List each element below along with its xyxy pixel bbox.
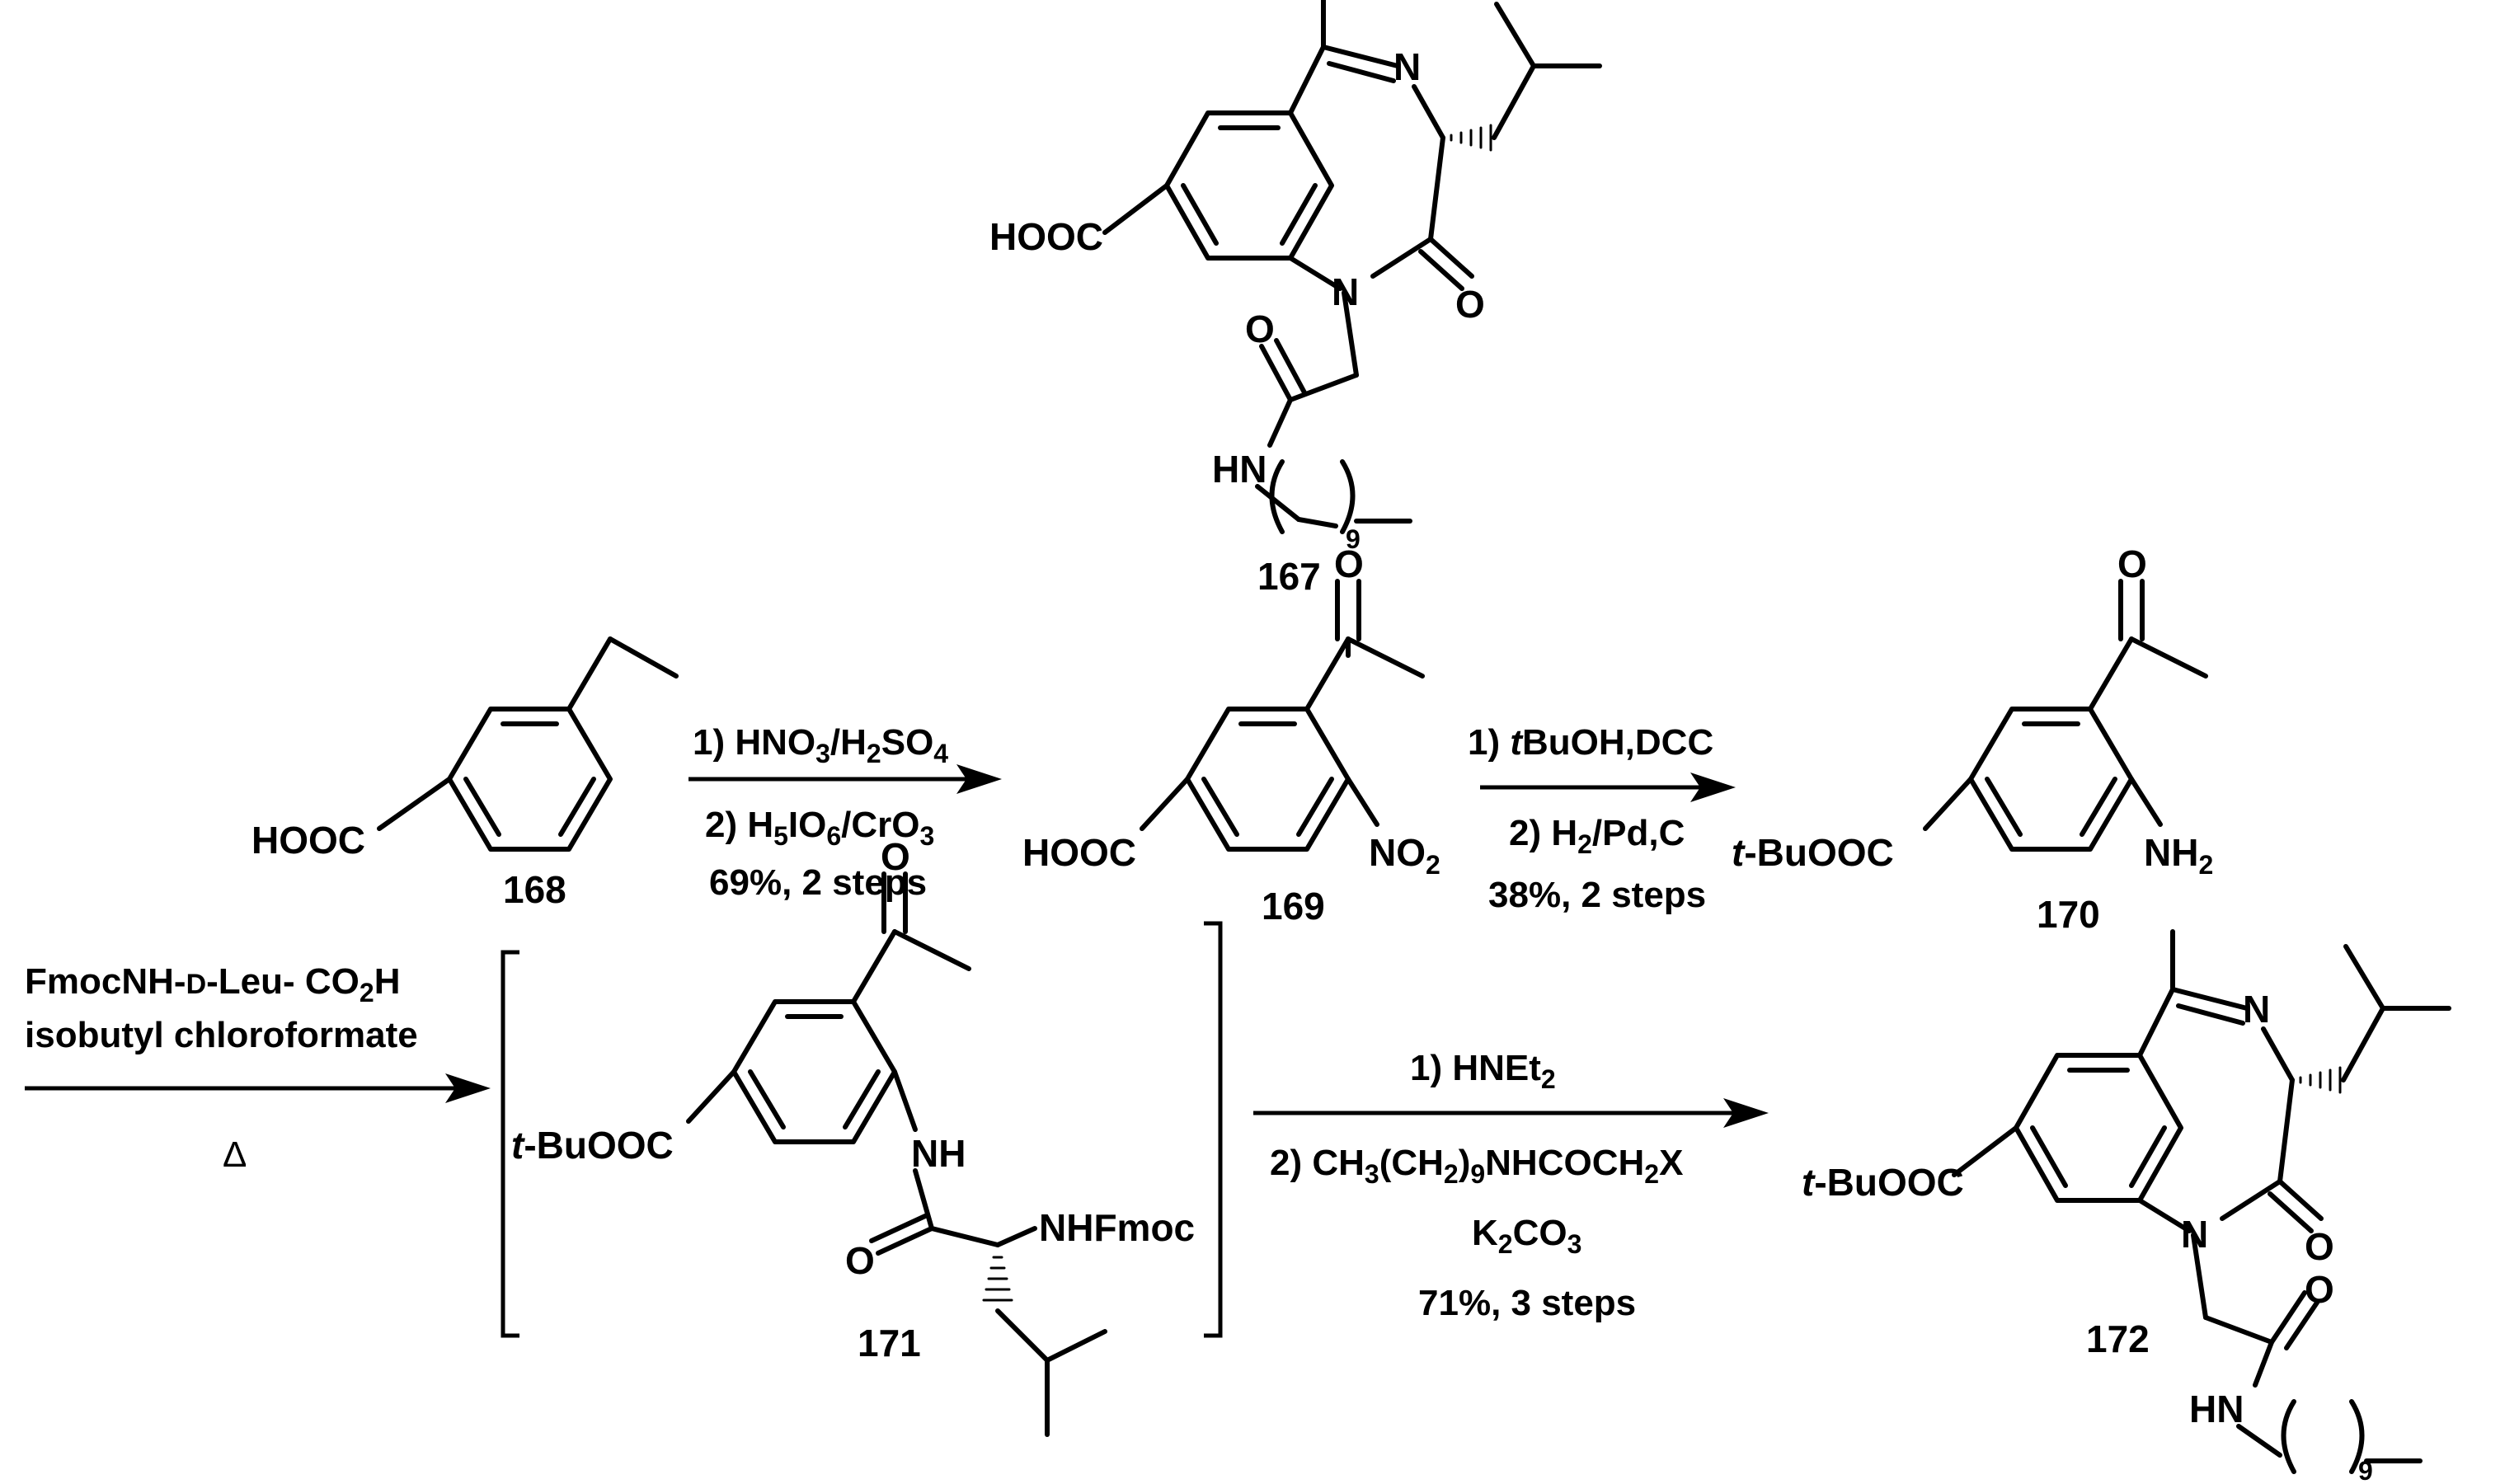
atom-nh2: NH2 <box>2144 831 2213 880</box>
atom-no2: NO2 <box>1369 831 1440 880</box>
atom-nhfmoc: NHFmoc <box>1039 1206 1195 1249</box>
chain-subscript: 9 <box>2358 1456 2373 1484</box>
condition-c3-heat: Δ <box>223 1134 247 1175</box>
atom-tbuooc: t-BuOOC <box>511 1124 674 1167</box>
atom-nh: NH <box>911 1132 966 1175</box>
atom-o: O <box>881 835 910 878</box>
compound-169: O HOOC NO2 169 <box>1022 542 1440 928</box>
compound-number-172: 172 <box>2086 1317 2150 1360</box>
atom-hn: HN <box>1212 448 1267 491</box>
atom-o: O <box>1334 542 1364 585</box>
condition-d3: K2CO3 <box>1472 1213 1581 1259</box>
compound-number-171: 171 <box>858 1322 921 1364</box>
atom-n: N <box>1393 45 1421 88</box>
condition-c2: isobutyl chloroformate <box>25 1015 418 1055</box>
condition-a1: 1) HNO3/H2SO4 <box>693 722 948 768</box>
atom-n: N <box>2181 1213 2208 1256</box>
atom-tbuooc: t-BuOOC <box>1732 831 1894 874</box>
atom-hooc: HOOC <box>989 215 1103 258</box>
arrow-step-d: 1) HNEt2 2) CH3(CH2)9NHCOCH2X K2CO3 71%,… <box>1253 1048 1769 1323</box>
compound-170: O t-BuOOC NH2 170 <box>1732 542 2213 936</box>
compound-number-170: 170 <box>2037 893 2100 936</box>
condition-d2: 2) CH3(CH2)9NHCOCH2X <box>1270 1143 1683 1189</box>
chain-subscript: 9 <box>1346 524 1361 554</box>
compound-number-169: 169 <box>1262 885 1325 928</box>
arrow-step-b: 1) tBuOH,DCC 2) H2/Pd,C 38%, 2 steps <box>1468 722 1736 915</box>
condition-c1: FmocNH-D-Leu- CO2H <box>25 961 400 1007</box>
atom-hooc: HOOC <box>251 819 365 862</box>
arrow-step-a: 1) HNO3/H2SO4 2) H5IO6/CrO3 69%, 2 steps <box>688 722 1002 903</box>
hashed-wedge <box>2299 1066 2342 1094</box>
compound-number-167: 167 <box>1257 555 1321 598</box>
atom-n: N <box>2243 988 2270 1031</box>
yield-a: 69%, 2 steps <box>709 862 927 903</box>
atom-hn: HN <box>2189 1388 2244 1430</box>
compound-168: HOOC 168 <box>251 636 679 911</box>
bracket-left <box>501 950 519 1338</box>
yield-d: 71%, 3 steps <box>1418 1283 1636 1323</box>
yield-b: 38%, 2 steps <box>1488 875 1706 915</box>
compound-number-168: 168 <box>503 868 566 911</box>
compound-167: N N O O HOOC HN 9 167 <box>989 0 1602 598</box>
hashed-wedge <box>1450 124 1492 152</box>
condition-b1: 1) tBuOH,DCC <box>1468 722 1713 763</box>
compound-172: N N O O t-BuOOC HN 9 172 <box>1802 929 2451 1484</box>
hashed-wedge <box>982 1256 1013 1302</box>
atom-o: O <box>2117 542 2147 585</box>
condition-a2: 2) H5IO6/CrO3 <box>705 805 934 851</box>
condition-d1: 1) HNEt2 <box>1410 1048 1556 1094</box>
atom-hooc: HOOC <box>1022 831 1136 874</box>
atom-o: O <box>1245 308 1275 350</box>
condition-b2: 2) H2/Pd,C <box>1509 813 1685 859</box>
bracket-right <box>1204 921 1223 1338</box>
compound-171: O t-BuOOC NH O NHFmoc 171 <box>501 835 1223 1437</box>
atom-tbuooc: t-BuOOC <box>1802 1161 1964 1204</box>
atom-n: N <box>1332 270 1359 313</box>
atom-o: O <box>1455 283 1485 326</box>
atom-o: O <box>2305 1268 2334 1311</box>
atom-o: O <box>845 1239 875 1282</box>
atom-o: O <box>2305 1225 2334 1268</box>
arrow-step-c: FmocNH-D-Leu- CO2H isobutyl chloroformat… <box>25 961 491 1175</box>
